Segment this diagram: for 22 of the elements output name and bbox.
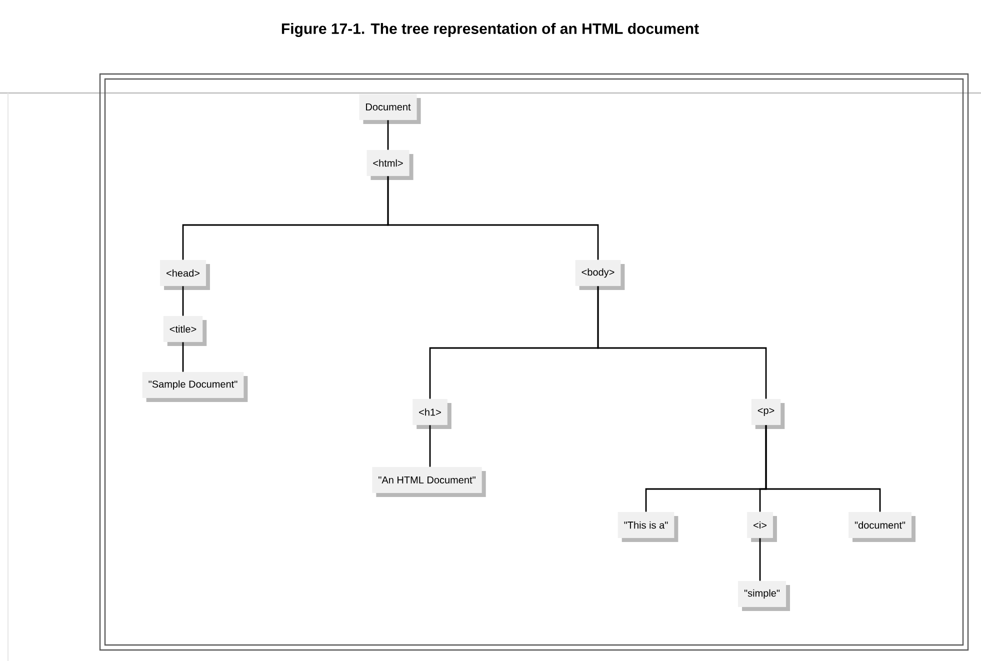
tree-node-box: "Sample Document" xyxy=(142,372,248,402)
tree-node-box: <title> xyxy=(163,316,207,346)
tree-node-box: <body> xyxy=(575,260,625,290)
tree-connector xyxy=(182,342,184,372)
tree-connector xyxy=(759,538,761,581)
tree-node-box: <p> xyxy=(751,399,785,429)
tree-connector xyxy=(387,176,599,260)
tree-node-box: "An HTML Document" xyxy=(372,467,486,497)
tree-node-box: "document" xyxy=(848,512,916,542)
tree-node-box: Document xyxy=(359,94,421,124)
tree-node-box: <head> xyxy=(160,260,210,290)
tree-node-box: <i> xyxy=(747,512,777,542)
tree-connector xyxy=(765,425,881,512)
tree-node-box: <h1> xyxy=(412,399,452,429)
tree-connector xyxy=(182,286,184,316)
tree-connector xyxy=(387,120,389,150)
tree-node-box: "simple" xyxy=(738,581,790,611)
figure-title: Figure 17-1. The tree representation of an HTML document xyxy=(282,22,699,38)
tree-connector xyxy=(597,286,767,399)
tree-connector xyxy=(429,425,431,467)
tree-node-box: "This is a" xyxy=(618,512,678,542)
tree-node-box: <html> xyxy=(366,150,414,180)
